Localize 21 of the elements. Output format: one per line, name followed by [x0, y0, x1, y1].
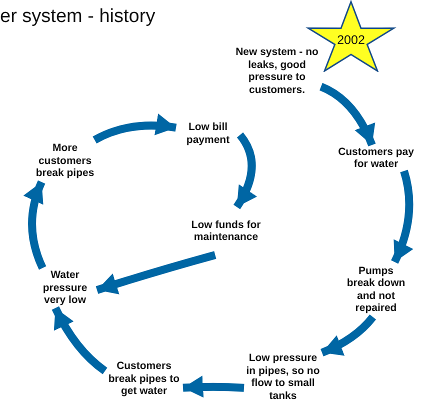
curved-arrow	[390, 170, 414, 264]
curved-arrow	[319, 82, 376, 146]
star-badge	[305, 0, 397, 72]
step-text: Customers break pipes to get water	[107, 360, 181, 398]
step-text: Customers pay for water	[337, 146, 415, 170]
curved-arrow	[320, 314, 376, 356]
step-text: New system - no leaks, good pressure to customers.	[234, 46, 320, 96]
title: er system - history	[0, 6, 156, 28]
step-text: Low bill payment	[185, 121, 231, 146]
curved-arrow	[92, 114, 177, 144]
curved-arrow	[96, 251, 216, 294]
step-text: Low pressure in pipes, so no flow to small tanks	[245, 352, 321, 402]
step-text: Pumps break down and not repaired	[346, 264, 406, 314]
curved-arrow	[52, 306, 108, 374]
step-text: Low funds for maintenance	[190, 218, 262, 244]
curved-arrow	[24, 180, 46, 270]
step-text: Water pressure very low	[42, 269, 88, 307]
curved-arrow	[182, 376, 244, 398]
curved-arrow	[233, 132, 257, 210]
step-text: More customers break pipes	[34, 142, 96, 180]
year-label: 2002	[337, 33, 365, 47]
